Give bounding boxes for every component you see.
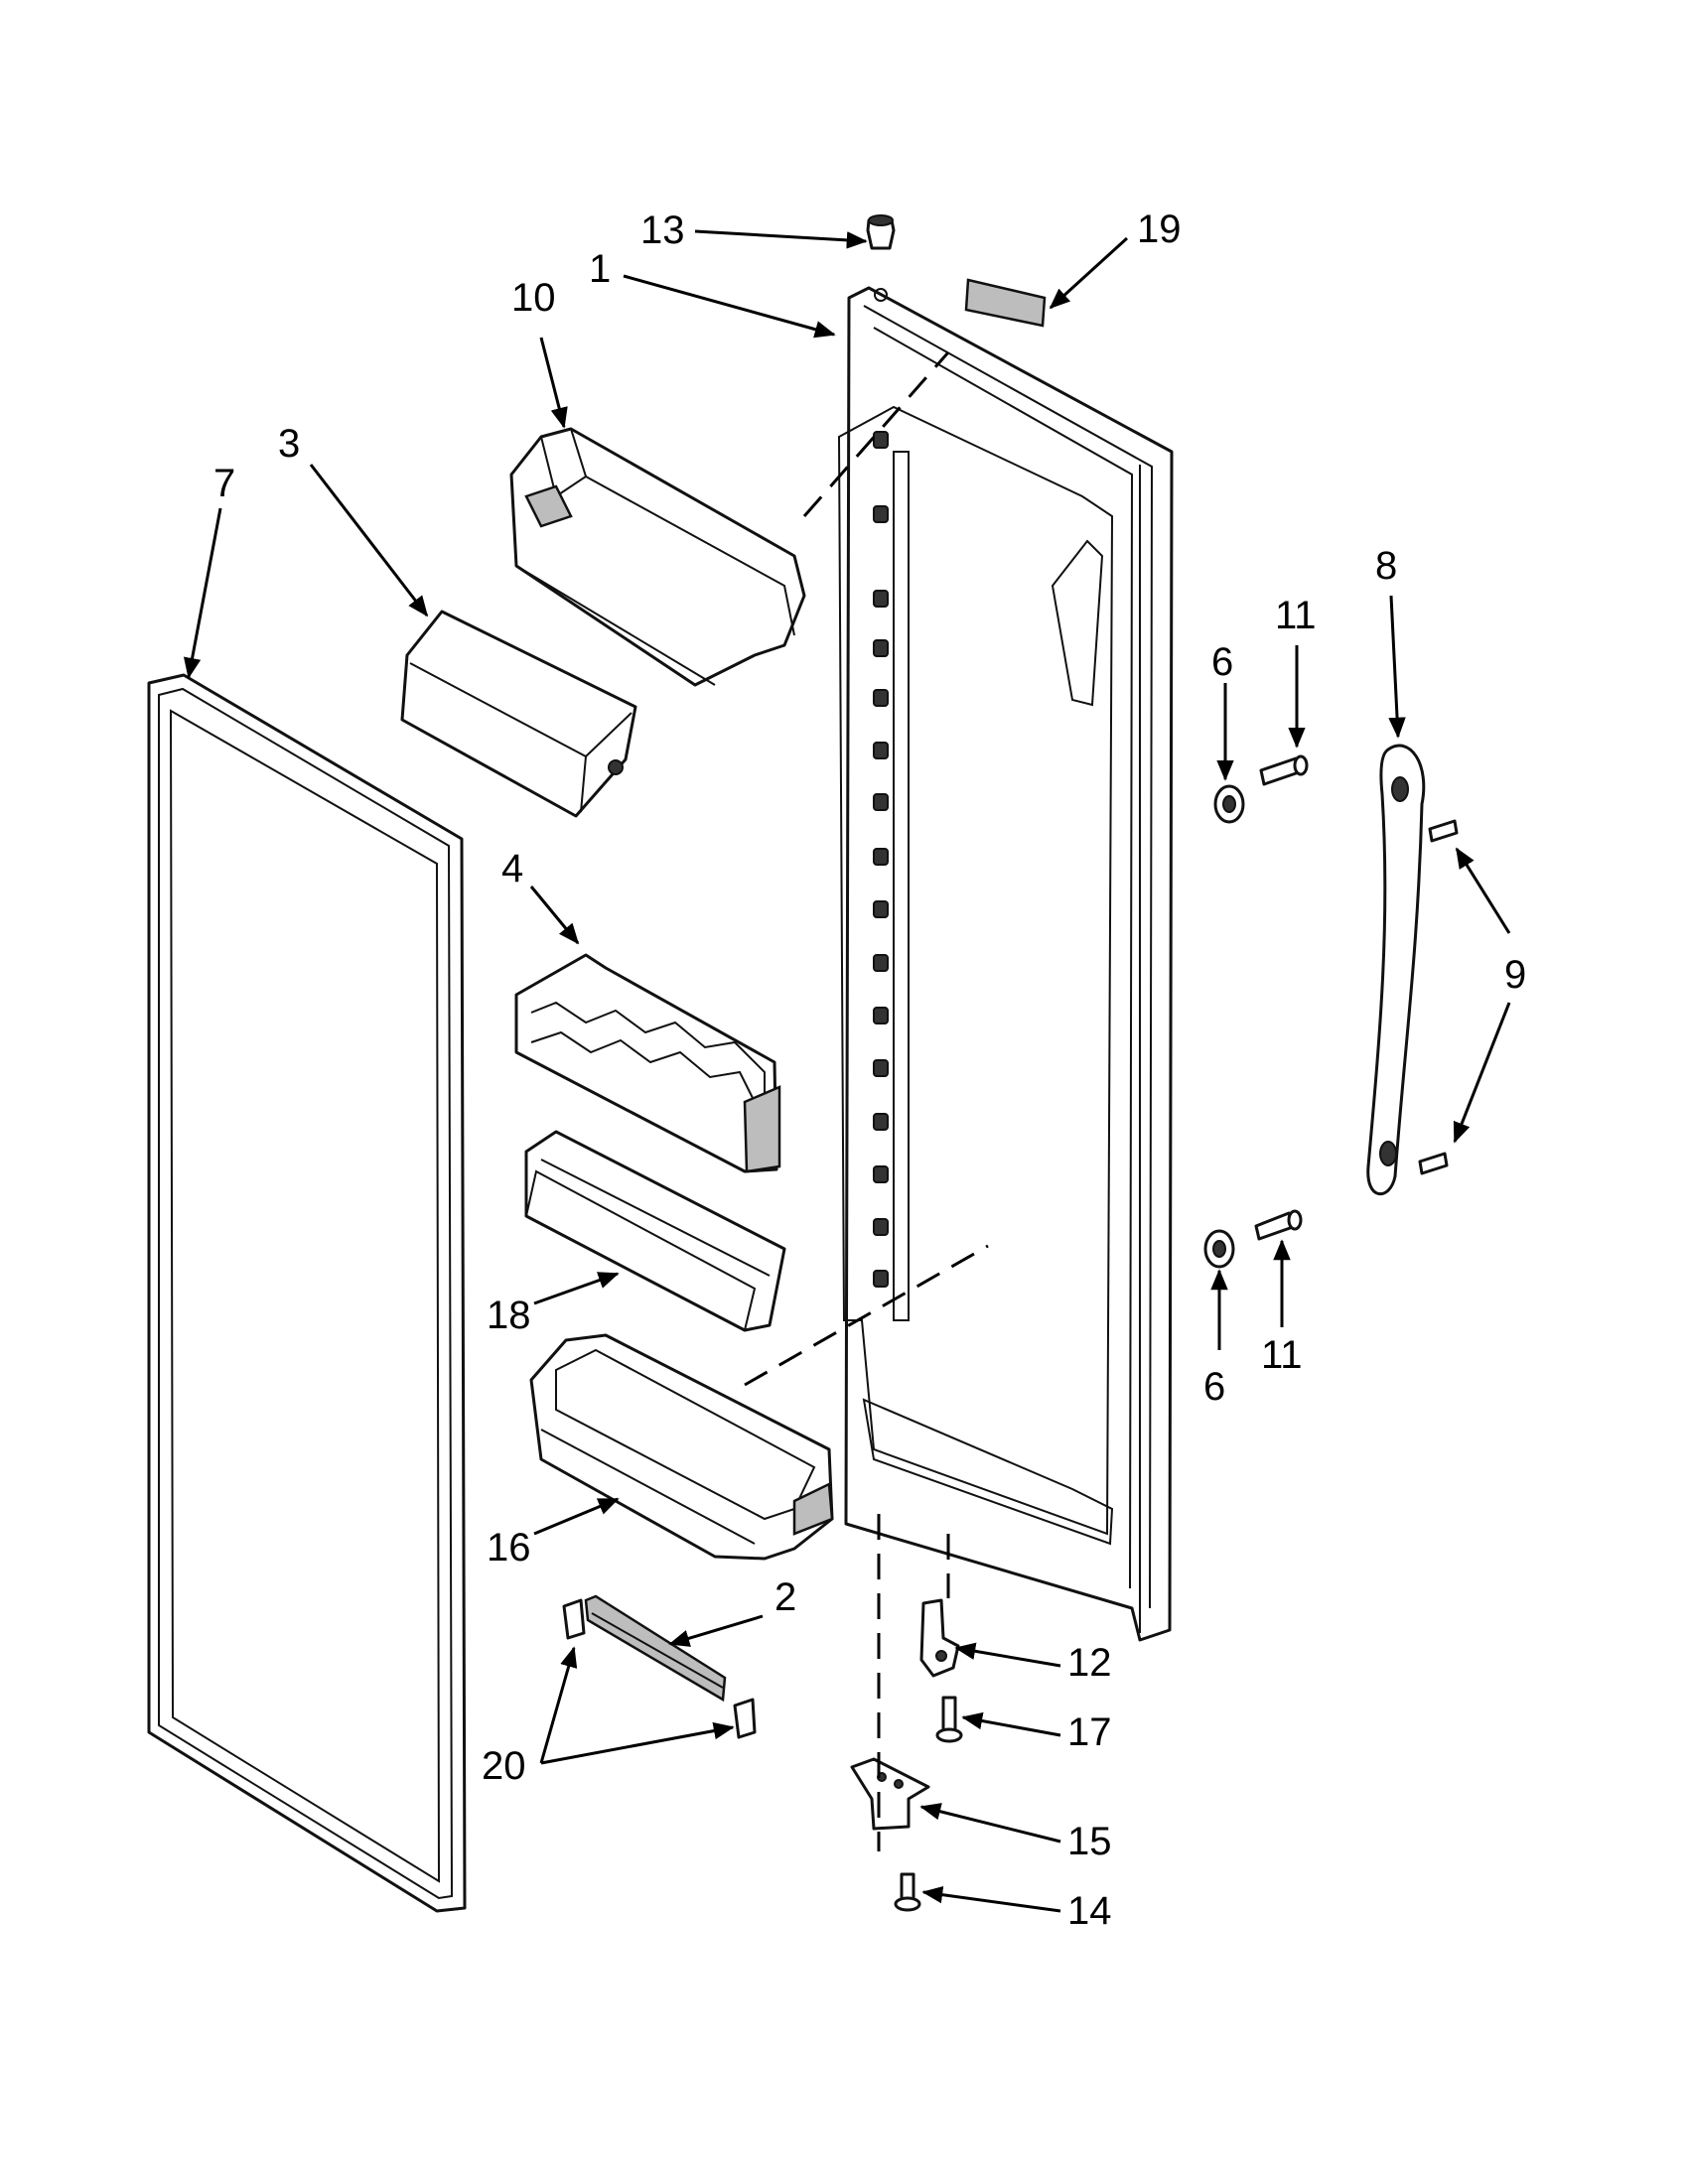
callout-14: 14 bbox=[1067, 1889, 1112, 1933]
bottom-hinge bbox=[850, 1757, 930, 1831]
callout-6-top: 6 bbox=[1211, 640, 1233, 684]
callout-9: 9 bbox=[1504, 953, 1526, 997]
callout-2: 2 bbox=[774, 1575, 796, 1619]
shelf-slots bbox=[873, 431, 889, 1288]
dairy-compartment bbox=[509, 427, 806, 687]
door-liner bbox=[837, 286, 1174, 1642]
handle-spacer-top bbox=[1213, 784, 1245, 824]
callout-20: 20 bbox=[482, 1744, 526, 1788]
handle-screw-top bbox=[1259, 754, 1309, 786]
door-gasket bbox=[147, 673, 467, 1913]
callout-15: 15 bbox=[1067, 1820, 1112, 1863]
handle-spacer-bottom bbox=[1203, 1229, 1235, 1269]
callout-11-top: 11 bbox=[1275, 594, 1317, 637]
callout-labels: 13 19 1 10 3 7 8 11 6 4 9 18 11 6 16 2 1… bbox=[213, 207, 1526, 1933]
door-bin-small bbox=[524, 1130, 786, 1332]
callout-4: 4 bbox=[501, 847, 523, 890]
track-end-caps bbox=[562, 1598, 757, 1739]
hinge-bolt bbox=[894, 1872, 921, 1912]
handle-set-screws bbox=[1418, 819, 1459, 1175]
door-handle bbox=[1366, 744, 1426, 1195]
callout-17: 17 bbox=[1067, 1710, 1112, 1754]
bin-track bbox=[584, 1594, 727, 1703]
callout-16: 16 bbox=[487, 1526, 531, 1570]
callout-10: 10 bbox=[511, 276, 556, 320]
hinge-screw bbox=[935, 1696, 963, 1743]
callout-11-bottom: 11 bbox=[1261, 1333, 1303, 1377]
callout-3: 3 bbox=[278, 422, 300, 466]
callout-18: 18 bbox=[487, 1294, 531, 1337]
leader-lines bbox=[183, 229, 1511, 1913]
callout-1: 1 bbox=[589, 247, 611, 291]
callout-8: 8 bbox=[1375, 544, 1397, 588]
callout-6-bottom: 6 bbox=[1203, 1365, 1225, 1409]
door-bin-large bbox=[529, 1333, 834, 1561]
label-plate bbox=[964, 278, 1047, 328]
handle-screw-bottom bbox=[1254, 1209, 1303, 1241]
egg-bin bbox=[514, 953, 781, 1173]
callout-13: 13 bbox=[640, 208, 685, 252]
bottom-hinge-bracket bbox=[919, 1598, 960, 1678]
top-hinge-pin bbox=[866, 214, 896, 302]
callout-12: 12 bbox=[1067, 1641, 1112, 1685]
assembly-lines bbox=[744, 351, 989, 1851]
callout-7: 7 bbox=[213, 462, 235, 505]
callout-19: 19 bbox=[1137, 207, 1182, 251]
dairy-door-cover bbox=[400, 610, 637, 818]
